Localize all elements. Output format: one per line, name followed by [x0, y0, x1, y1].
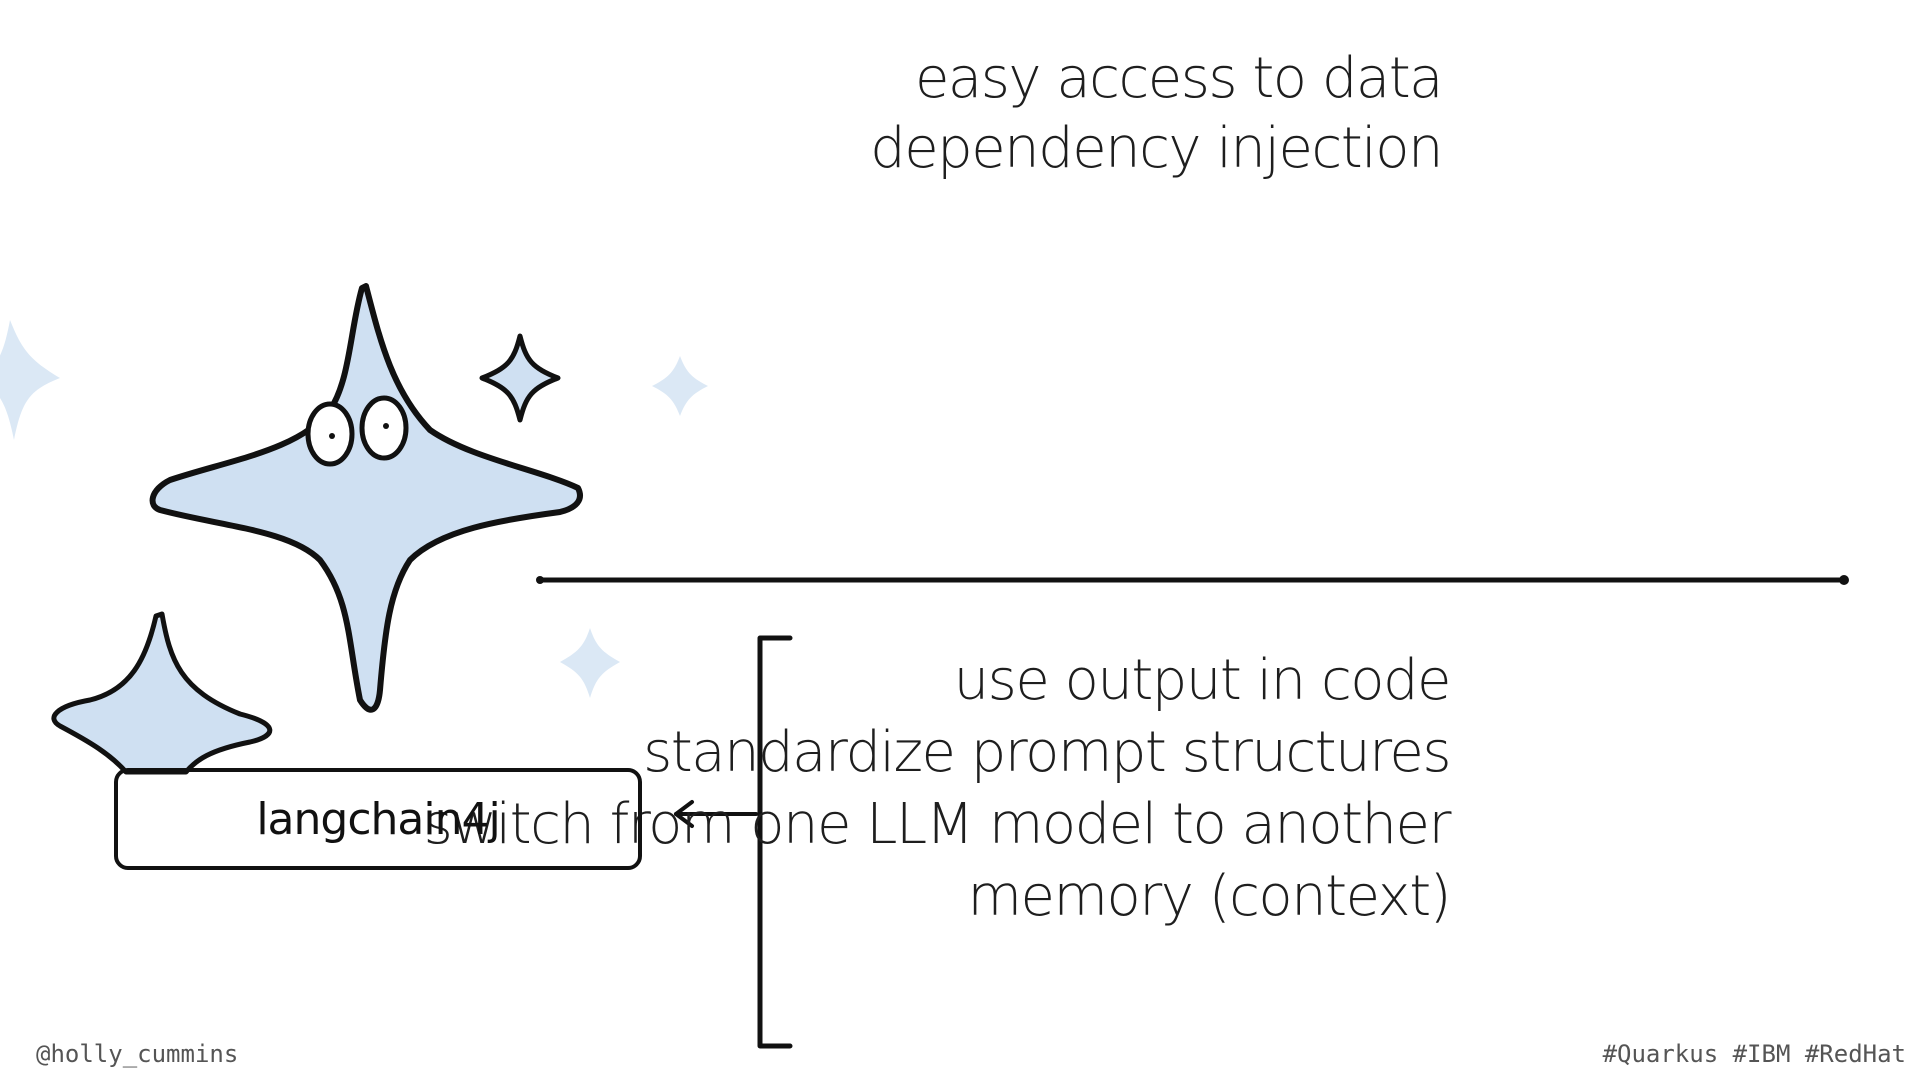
- bottom-feature-list: use output in code standardize prompt st…: [423, 645, 1452, 933]
- faint-sparkle-low-icon: [560, 628, 620, 698]
- bottom-feature-item: switch from one LLM model to another: [423, 792, 1452, 857]
- top-feature-item: dependency injection: [870, 116, 1443, 181]
- langchain4j-box: langchain4j: [114, 768, 642, 870]
- bottom-feature-item: standardize prompt structures: [643, 720, 1451, 785]
- faint-sparkle-mid-icon: [652, 356, 708, 416]
- arrow-left-icon: [674, 800, 758, 828]
- footer-handle: @holly_cummins: [36, 1040, 239, 1068]
- top-feature-item: easy access to data: [914, 46, 1444, 111]
- sparkle-character-icon: [149, 283, 583, 713]
- lower-sparkle-icon: [51, 611, 273, 775]
- bottom-feature-item: use output in code: [953, 648, 1452, 713]
- bottom-feature-item: memory (context): [967, 864, 1451, 929]
- faint-sparkle-left-icon: [0, 320, 60, 440]
- footer-tags: #Quarkus #IBM #RedHat: [1602, 1040, 1906, 1068]
- bracket-icon: [757, 635, 793, 1049]
- top-feature-list: easy access to data dependency injection: [870, 44, 1444, 184]
- faint-sparkles: [0, 320, 708, 698]
- small-sparkle-icon: [479, 333, 561, 423]
- box-label: langchain4j: [256, 793, 500, 845]
